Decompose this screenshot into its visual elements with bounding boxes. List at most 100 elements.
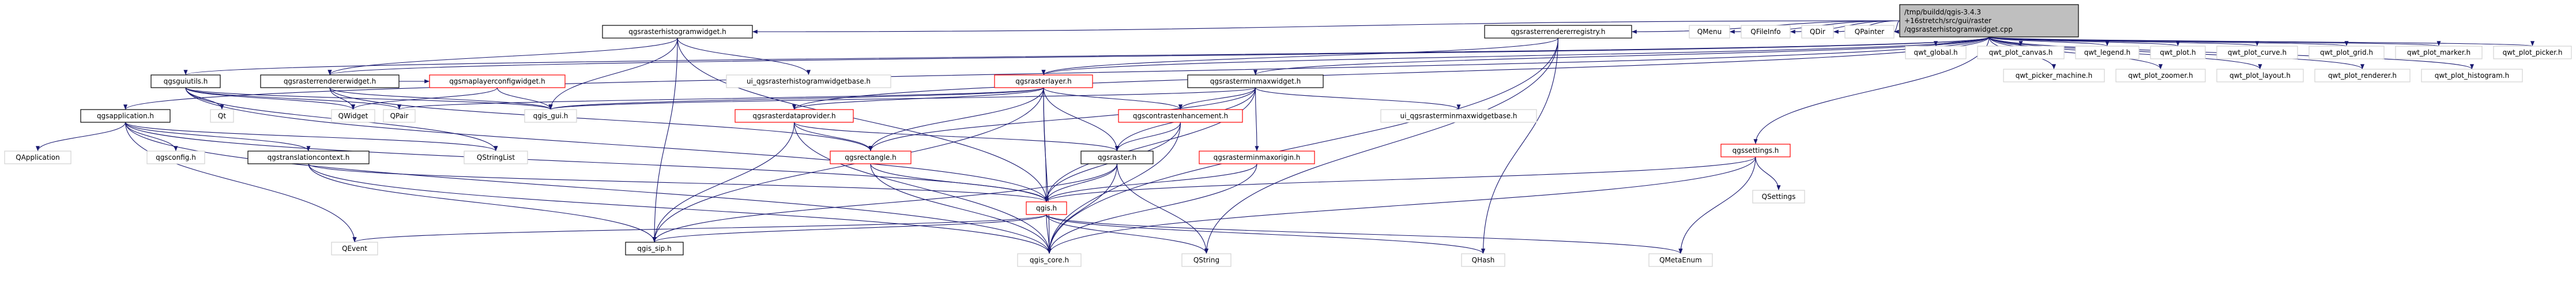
- node-label: qwt_global.h: [1914, 48, 1957, 57]
- header-node-qwt-global[interactable]: qwt_global.h: [1905, 46, 1967, 59]
- node-box: [1461, 253, 1505, 267]
- header-node-qgissip[interactable]: qgis_sip.h: [625, 242, 684, 255]
- header-node-qwt-plot-layout[interactable]: qwt_plot_layout.h: [2216, 69, 2304, 82]
- header-node-qt[interactable]: Qt: [210, 109, 234, 123]
- header-node-qwt-plot[interactable]: qwt_plot.h: [2150, 46, 2206, 59]
- node-label: ui_qgsrasterhistogramwidgetbase.h: [747, 77, 871, 85]
- header-node-qgiscore[interactable]: qgis_core.h: [1017, 253, 1082, 267]
- node-label: qgsguiutils.h: [164, 77, 208, 85]
- header-node-qwt-plot-curve[interactable]: qwt_plot_curve.h: [2216, 46, 2298, 59]
- header-node-qstring[interactable]: QString: [1181, 253, 1231, 267]
- header-node-qwt-plot-picker[interactable]: qwt_plot_picker.h: [2493, 46, 2572, 59]
- node-box: [4, 151, 71, 164]
- node-label: qgis_gui.h: [533, 112, 568, 120]
- node-label: ui_qgsrasterminmaxwidgetbase.h: [1400, 112, 1517, 120]
- node-box: [602, 25, 753, 39]
- header-node-root[interactable]: /tmp/buildd/qgis-3.4.3+16stretch/src/gui…: [1899, 4, 2079, 37]
- edge-rhw-to-rrw: [327, 37, 678, 76]
- header-node-tc[interactable]: qgstranslationcontext.h: [247, 151, 370, 164]
- header-node-qwt-plot-histogram[interactable]: qwt_plot_histogram.h: [2421, 69, 2523, 82]
- header-node-mmo[interactable]: qgsrasterminmaxorigin.h: [1199, 151, 1315, 164]
- header-node-qfileinfo[interactable]: QFileInfo: [1741, 25, 1791, 39]
- node-box: [146, 151, 205, 164]
- node-box: [1118, 109, 1243, 123]
- node-label: QWidget: [338, 112, 368, 120]
- header-node-qgsapp[interactable]: qgsapplication.h: [80, 109, 171, 123]
- header-node-qgsguiutils[interactable]: qgsguiutils.h: [150, 74, 221, 88]
- header-node-qwt-plot-marker[interactable]: qwt_plot_marker.h: [2395, 46, 2483, 59]
- edge-rmmw-to-qgsgui: [549, 87, 1256, 110]
- header-node-ce[interactable]: qgscontrastenhancement.h: [1118, 109, 1243, 123]
- edge-rhw-to-qgissip: [652, 37, 678, 243]
- node-label: qgsrectangle.h: [845, 153, 897, 161]
- edge-rrr-to-qstring: [1204, 37, 1559, 254]
- header-node-qpair[interactable]: QPair: [383, 109, 416, 123]
- node-box: [2150, 46, 2206, 59]
- header-node-qwt-legend[interactable]: qwt_legend.h: [2075, 46, 2140, 59]
- header-node-rrr[interactable]: qgsrasterrendererregistry.h: [1484, 25, 1632, 39]
- header-node-qgsgui[interactable]: qgis_gui.h: [524, 109, 577, 123]
- node-label: qgsrasterhistogramwidget.h: [628, 28, 726, 36]
- header-node-qwt-plot-zoomer[interactable]: qwt_plot_zoomer.h: [2115, 69, 2206, 82]
- header-node-ui-rhw[interactable]: ui_qgsrasterhistogramwidgetbase.h: [726, 74, 891, 88]
- edge-rmmw-to-ui_rmmw: [1255, 87, 1461, 110]
- header-node-rlayer[interactable]: qgsrasterlayer.h: [994, 74, 1093, 88]
- node-box: [1977, 46, 2065, 59]
- header-node-rrw[interactable]: qgsrasterrendererwidget.h: [260, 74, 400, 88]
- node-label: QStringList: [477, 153, 515, 161]
- edge-rrw-to-qgsgui: [329, 87, 553, 110]
- edge-rrr-to-qhash: [1481, 37, 1559, 254]
- header-node-qmetaenum[interactable]: QMetaEnum: [1648, 253, 1713, 267]
- edge-tc-to-qgiscore: [308, 163, 1052, 254]
- header-node-rmmw[interactable]: qgsrasterminmaxwidget.h: [1187, 74, 1324, 88]
- node-box: [2115, 69, 2206, 82]
- header-node-raster[interactable]: qgsraster.h: [1080, 151, 1154, 164]
- edge-root-to-qpainter: [1893, 20, 1900, 34]
- header-node-qapplication[interactable]: QApplication: [4, 151, 71, 164]
- header-node-qgsconfig[interactable]: qgsconfig.h: [146, 151, 205, 164]
- edge-root-to-qwt_global: [1934, 36, 1990, 47]
- node-box: [1741, 25, 1791, 39]
- node-box: [429, 74, 566, 88]
- header-node-qwt-plot-renderer[interactable]: qwt_plot_renderer.h: [2314, 69, 2411, 82]
- node-box: [2395, 46, 2483, 59]
- header-node-qstringlist[interactable]: QStringList: [464, 151, 528, 164]
- header-node-qhash[interactable]: QHash: [1461, 253, 1505, 267]
- edge-qgsguiutils-to-qpair: [185, 87, 401, 110]
- dependency-edges: [36, 20, 2534, 254]
- edge-qgsapp-to-qapplication: [36, 122, 126, 152]
- header-node-ui-rmmw[interactable]: ui_qgsrasterminmaxwidgetbase.h: [1380, 109, 1537, 123]
- node-label: qgsrasterrendererwidget.h: [284, 77, 376, 85]
- header-nodes: /tmp/buildd/qgis-3.4.3+16stretch/src/gui…: [4, 4, 2572, 267]
- header-node-rhw[interactable]: qgsrasterhistogramwidget.h: [602, 25, 753, 39]
- edge-rrr-to-qgiscore: [1047, 37, 1559, 254]
- header-node-qdir[interactable]: QDir: [1801, 25, 1834, 39]
- node-label: QSettings: [1762, 193, 1796, 201]
- header-node-rdp[interactable]: qgsrasterdataprovider.h: [735, 109, 854, 123]
- node-box: [1187, 74, 1324, 88]
- node-box: [1080, 151, 1154, 164]
- edge-qgsapp-to-qstringlist: [125, 122, 498, 152]
- header-node-qpainter[interactable]: QPainter: [1844, 25, 1895, 39]
- node-label: +16stretch/src/gui/raster: [1904, 17, 1991, 25]
- node-box: [2216, 69, 2304, 82]
- header-node-qwt-picker-machine[interactable]: qwt_picker_machine.h: [2003, 69, 2105, 82]
- header-node-qevent[interactable]: QEvent: [331, 242, 378, 255]
- edge-root-to-qwt_plot_marker: [1989, 36, 2441, 47]
- node-label: qgsmaplayerconfigwidget.h: [449, 77, 545, 85]
- edge-raster-to-qgiscore: [1047, 163, 1118, 254]
- header-node-mlcw[interactable]: qgsmaplayerconfigwidget.h: [429, 74, 566, 88]
- header-node-qsettings[interactable]: QSettings: [1752, 190, 1805, 204]
- header-node-qwt-plot-grid[interactable]: qwt_plot_grid.h: [2308, 46, 2385, 59]
- header-node-settings[interactable]: qgssettings.h: [1720, 144, 1791, 157]
- header-node-qmenu[interactable]: QMenu: [1689, 25, 1730, 39]
- header-node-qwidget[interactable]: QWidget: [331, 109, 375, 123]
- header-node-qwt-plot-canvas[interactable]: qwt_plot_canvas.h: [1977, 46, 2065, 59]
- edge-qgsapp-to-tc: [125, 122, 311, 152]
- header-node-rect[interactable]: qgsrectangle.h: [830, 151, 912, 164]
- node-box: [1026, 201, 1067, 215]
- edge-qgis-to-qmetaenum: [1046, 214, 1683, 254]
- node-label: qgsrasterlayer.h: [1015, 77, 1071, 85]
- header-node-qgis[interactable]: qgis.h: [1026, 201, 1067, 215]
